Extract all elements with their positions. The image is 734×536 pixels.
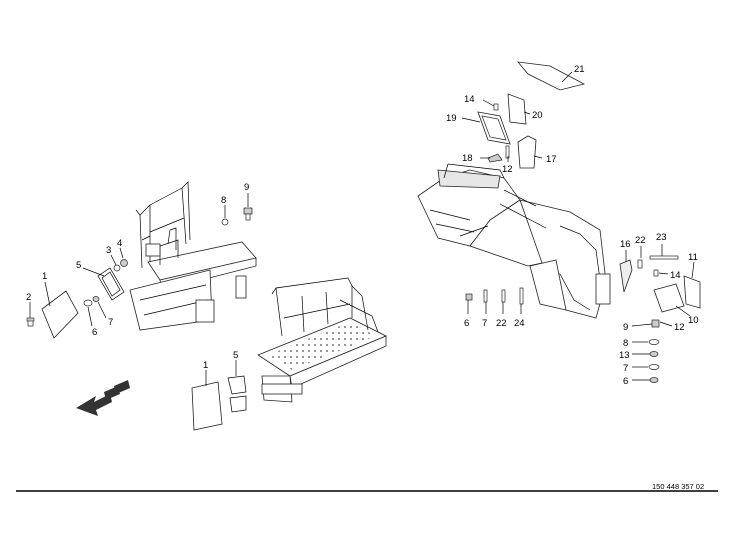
nut-part-13 — [649, 351, 659, 357]
clip-part-18 — [487, 153, 503, 163]
callout-6-row: 6 — [464, 318, 469, 329]
callout-10: 10 — [688, 315, 699, 326]
callout-1-bottom: 1 — [203, 360, 208, 371]
callout-6-stack: 6 — [623, 376, 628, 387]
callout-24: 24 — [514, 318, 525, 329]
plate-part-1 — [41, 290, 79, 339]
direction-arrow-icon — [76, 380, 130, 416]
pin-part-12 — [505, 145, 510, 159]
callout-9-right: 9 — [623, 322, 628, 333]
washer-part-7 — [648, 364, 660, 370]
clip-part-14 — [493, 103, 499, 111]
callout-12-right: 12 — [674, 322, 685, 333]
callout-14-right: 14 — [670, 270, 681, 281]
left-hardware — [26, 207, 253, 339]
panel-part-21 — [517, 61, 586, 91]
clip-part-14-b — [653, 269, 659, 277]
callout-1: 1 — [42, 271, 47, 282]
callout-12-top: 12 — [502, 164, 513, 175]
callout-2: 2 — [26, 292, 31, 303]
callout-16: 16 — [620, 239, 631, 250]
callout-3: 3 — [106, 245, 111, 256]
callout-4: 4 — [117, 238, 122, 249]
rod-part-23 — [649, 255, 679, 260]
callout-labels: 1 2 5 3 4 6 7 8 9 1 5 21 14 20 19 18 12 … — [26, 64, 699, 387]
bracket-part-5-b — [227, 375, 247, 413]
nut-part-8 — [221, 218, 229, 226]
panel-part-20 — [507, 93, 527, 125]
screw-part-9 — [243, 207, 253, 221]
callout-5: 5 — [76, 260, 81, 271]
frame-part-19 — [477, 111, 511, 145]
pin-part-22-b — [501, 289, 506, 303]
callout-17: 17 — [546, 154, 557, 165]
callout-11: 11 — [688, 252, 698, 263]
callout-22-top: 22 — [635, 235, 646, 246]
bracket-part-5 — [97, 267, 125, 301]
washer-part-8 — [648, 339, 660, 345]
nut-part-6 — [649, 377, 659, 383]
plate-part-1-b — [191, 381, 223, 431]
callout-7-stack: 7 — [623, 363, 628, 374]
lower-right-hardware — [465, 255, 701, 383]
wedge-part-16 — [619, 259, 633, 293]
callout-6: 6 — [92, 327, 97, 338]
washer-part-4 — [120, 259, 128, 267]
left-leaders — [29, 193, 249, 327]
callout-19: 19 — [446, 113, 457, 124]
platform-assembly — [257, 277, 387, 403]
nut-part-7 — [92, 296, 100, 302]
top-right-leaders — [461, 71, 573, 162]
cab-fender-assembly — [417, 163, 611, 319]
callout-13-stack: 13 — [619, 350, 630, 361]
callout-14-top: 14 — [464, 94, 475, 105]
callout-7: 7 — [108, 317, 113, 328]
seat-frame-assembly — [129, 181, 257, 331]
pin-part-24 — [519, 287, 524, 305]
bracket-part-17 — [517, 135, 537, 169]
callout-8: 8 — [221, 195, 226, 206]
clip-part-22 — [637, 259, 643, 269]
plate-part-11 — [683, 275, 701, 309]
top-right-hardware — [477, 61, 586, 169]
callout-23: 23 — [656, 232, 667, 243]
callout-20: 20 — [532, 110, 543, 121]
callout-22-row: 22 — [496, 318, 507, 329]
callout-8-stack: 8 — [623, 338, 628, 349]
document-number: 150 448 357 02 — [652, 482, 704, 491]
lower-right-leaders — [467, 244, 695, 381]
nut-part-6-b — [465, 293, 473, 301]
callout-18: 18 — [462, 153, 473, 164]
washer-part-6 — [83, 299, 93, 307]
pin-part-7-b — [483, 289, 488, 303]
nut-part-3 — [113, 264, 121, 272]
frame-part-10 — [653, 283, 685, 313]
callout-5-bottom: 5 — [233, 350, 238, 361]
bolt-part-2 — [26, 317, 35, 327]
callout-9: 9 — [244, 182, 249, 193]
callout-7-row: 7 — [482, 318, 487, 329]
fastener-part-9 — [651, 319, 660, 328]
bottom-middle-hardware — [191, 360, 247, 431]
callout-21: 21 — [574, 64, 585, 75]
